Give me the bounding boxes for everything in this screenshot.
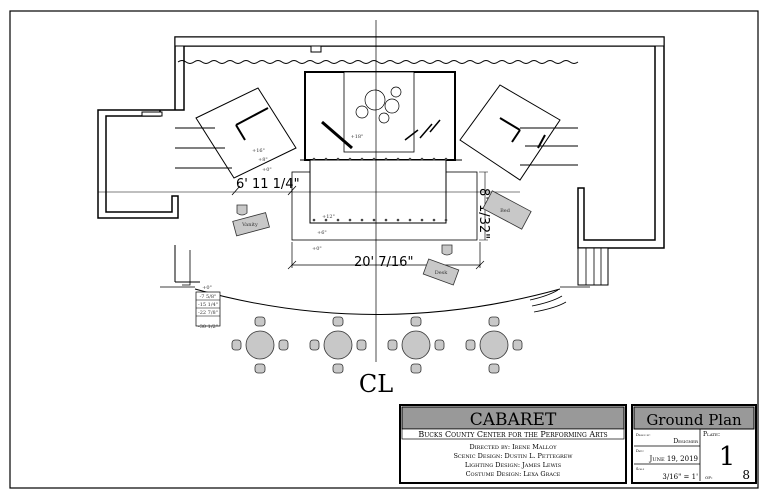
drawn-by-label: Drawn by: [636,433,651,437]
stage-right-wagon [459,84,578,181]
elev-step-3: -22 7/8" [198,310,218,316]
credit-lighting: Lighting Design: James Lewis [465,461,562,469]
bed: Bed [482,190,532,230]
date-value: June 19, 2019 [649,455,698,463]
title-block: CABARET Bucks County Center for the Perf… [399,404,757,484]
sheet-border [9,10,759,489]
credit-director: Directed by: Irene Malloy [469,443,557,451]
desk-label: Desk [435,270,449,276]
dimension-platform-width: 20' 7/16" [354,255,413,270]
elev-bandstand: +18" [351,134,364,140]
dimension-lines [98,171,520,270]
date-label: Date: [636,449,644,453]
plate-title: Ground Plan [646,411,742,429]
elev-stage-0: +0" [312,246,322,252]
cabaret-table [231,316,289,374]
stage-left-wagon: +16" +8" +0" [175,87,297,179]
plate-number: 1 [719,442,736,472]
bed-label: Bed [500,208,511,214]
credit-scenic: Scenic Design: Dustin L. Pettegrew [453,452,573,460]
elev-step-1: -7 5/8" [200,294,217,300]
dimension-platform-depth: 8' 1/32" [476,188,491,239]
vanity: Vanity [232,204,270,237]
cabaret-table [465,316,523,374]
scale-value: 3/16" = 1' [662,473,698,481]
stage-right-stairs [529,247,609,313]
elev-left-16: +16" [252,148,265,154]
venue-name: Bucks County Center for the Performing A… [418,430,607,439]
center-platform: +12" +6" +0" [291,157,478,252]
vanity-label: Vanity [241,222,258,228]
plate-total: 8 [742,468,750,482]
theatre-walls [97,36,665,286]
drawn-by-value: Designer [673,438,699,445]
stage-edge [194,288,561,315]
centerline-symbol: CL [359,370,393,398]
desk: Desk [422,244,460,286]
bandstand: +18" [300,71,462,161]
credit-costume: Costume Design: Lexa Grace [466,470,561,478]
elev-platform-12: +12" [322,214,335,220]
show-title: CABARET [470,410,557,430]
elev-step-2: -15 1/4" [198,302,218,308]
cabaret-tables [231,316,523,374]
of-label: of: [705,475,713,481]
cabaret-table [309,316,367,374]
elev-step-4: -30 1/2" [198,324,218,330]
elev-platform-6: +6" [317,230,327,236]
cabaret-table [387,316,445,374]
elev-left-8: +8" [258,157,268,163]
elev-left-0: +0" [262,167,272,173]
plate-label: Plate: [703,431,720,438]
scale-label: Scale [636,467,645,471]
elev-apron: +0" [202,285,212,291]
stage-left-steps: +0" -7 5/8" -15 1/4" -22 7/8" -30 1/2" [195,285,221,330]
dimension-left-width: 6' 11 1/4" [236,177,300,192]
